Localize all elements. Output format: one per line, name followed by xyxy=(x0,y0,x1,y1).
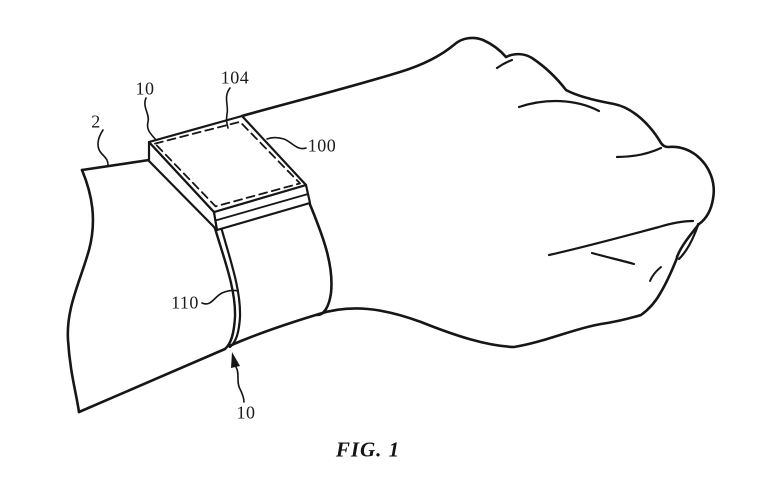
figure-caption: FIG. 1 xyxy=(335,437,401,462)
watch-top-face xyxy=(147,114,308,214)
ref-label-device-top: 10 xyxy=(135,78,155,99)
leader-line-104 xyxy=(225,87,231,129)
ref-label-display: 104 xyxy=(220,67,250,88)
knuckle-row-crease xyxy=(517,99,601,113)
hand-top-contour xyxy=(240,36,716,259)
leader-line-10-bottom-tail xyxy=(235,366,245,403)
arrow-head-10-bottom xyxy=(231,352,240,368)
thumb-base-crease xyxy=(590,251,636,266)
thumb-nail-inner-line xyxy=(677,222,700,261)
leader-line-2 xyxy=(97,129,109,166)
band-left-edge-outer xyxy=(210,216,237,351)
band-left-edge-inner xyxy=(216,214,242,349)
arm-top-edge xyxy=(80,158,151,172)
hand-outline xyxy=(227,36,716,349)
watch-right-side-midline xyxy=(214,193,309,222)
ref-label-arm: 2 xyxy=(91,111,101,132)
ref-label-band-bottom: 10 xyxy=(236,402,256,423)
knuckle-saddle-crease xyxy=(495,58,514,70)
leader-line-100 xyxy=(266,136,307,150)
display-dashed-outline xyxy=(154,120,301,208)
arm-break-edge xyxy=(66,168,95,414)
index-finger-crease xyxy=(615,146,663,159)
leader-line-110 xyxy=(201,289,239,305)
arm-outline xyxy=(66,158,227,414)
hand-bottom-contour xyxy=(227,256,679,349)
thumb-web-crease xyxy=(547,219,695,257)
leader-line-10-top xyxy=(144,97,157,141)
band-right-edge xyxy=(307,200,333,317)
ref-label-band: 110 xyxy=(171,292,199,313)
watch-case xyxy=(147,114,312,232)
leader-lines xyxy=(97,87,307,403)
ref-label-housing: 100 xyxy=(307,135,337,156)
thumb-small-crease xyxy=(649,266,662,282)
arm-bottom-edge xyxy=(77,347,227,414)
